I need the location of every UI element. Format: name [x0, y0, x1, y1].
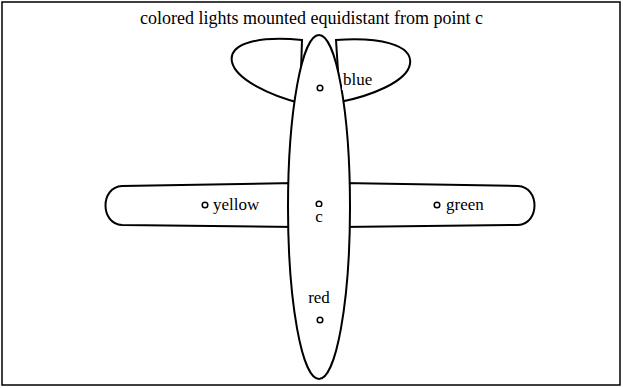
- light-label: yellow: [212, 195, 260, 215]
- light-dot: [317, 85, 323, 91]
- center-dot: [316, 201, 322, 207]
- light-label: c: [314, 207, 324, 227]
- light-label: green: [445, 195, 485, 215]
- wing-right: [342, 183, 535, 227]
- light-label: red: [307, 288, 331, 308]
- fuselage: [288, 35, 350, 379]
- light-label: blue: [342, 70, 373, 90]
- light-dot: [202, 202, 208, 208]
- frame: [2, 2, 620, 385]
- tail-right: [336, 39, 410, 102]
- title: colored lights mounted equidistant from …: [140, 8, 483, 28]
- tail-left: [232, 39, 302, 103]
- light-dot: [434, 202, 440, 208]
- wing-left: [106, 183, 297, 227]
- light-dot: [317, 317, 323, 323]
